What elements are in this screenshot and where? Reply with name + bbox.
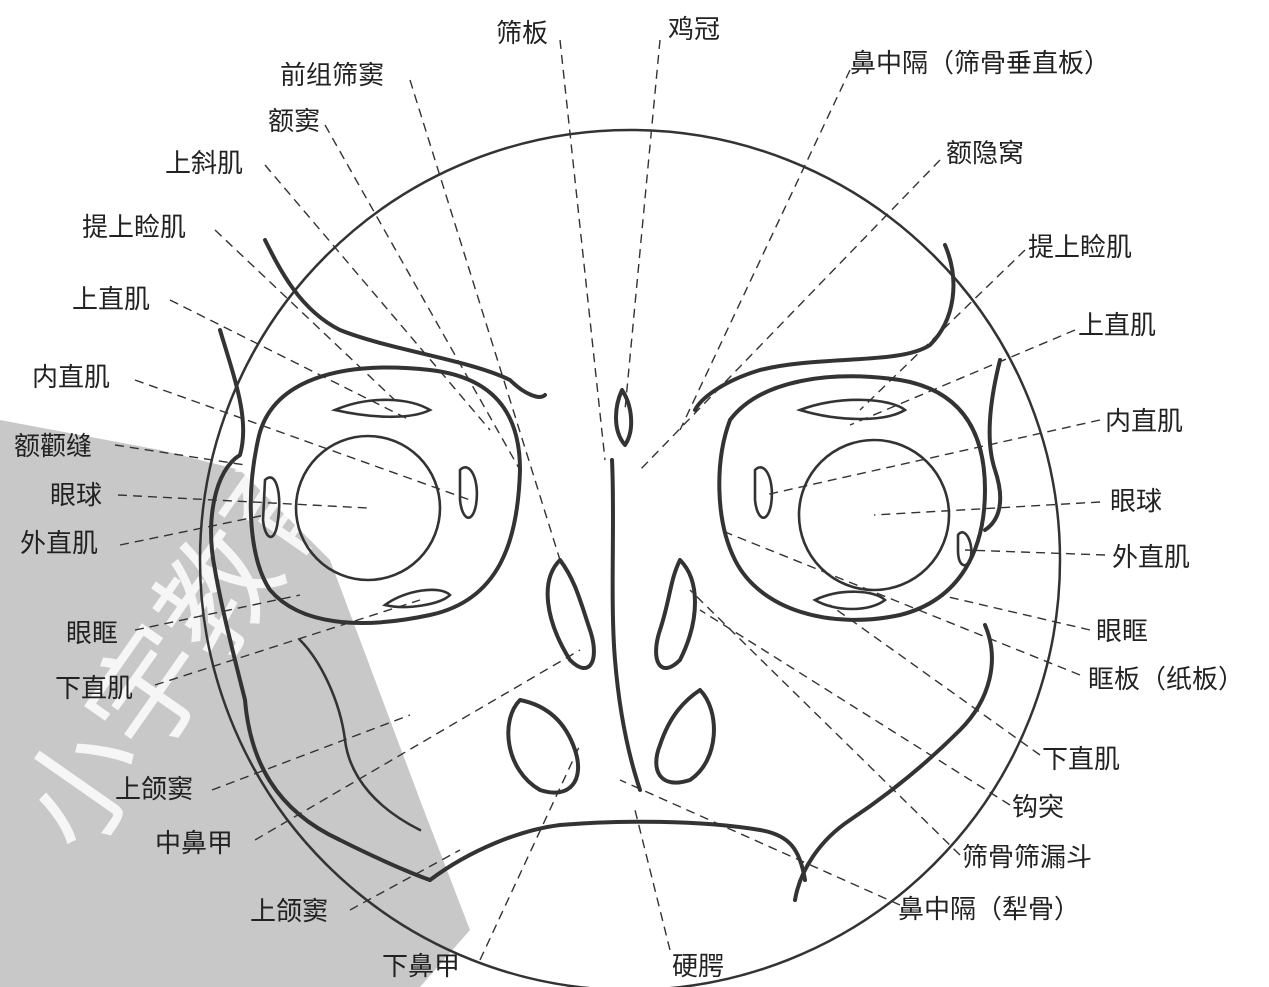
label-medial-rectus-right: 内直肌: [1105, 407, 1183, 437]
label-orbit-right: 眼眶: [1096, 617, 1148, 647]
leader-inf-rectus-l: [154, 599, 421, 686]
label-lamina-papyracea: 眶板（纸板）: [1088, 665, 1244, 695]
label-maxillary-sinus-left-2: 上颌窦: [250, 897, 328, 927]
leader-med-rectus-r: [764, 419, 1101, 496]
label-crista-galli: 鸡冠: [668, 15, 720, 45]
label-superior-oblique: 上斜肌: [165, 149, 243, 179]
right-skull-outline: [693, 243, 956, 412]
leader-cribriform: [559, 39, 606, 461]
leader-inf-turbinate-l: [479, 744, 581, 961]
leader-uncinate: [699, 609, 1011, 806]
label-inferior-rectus-right: 下直肌: [1042, 745, 1120, 775]
left-frontal-bone: [263, 238, 547, 399]
leader-orbit-l: [134, 594, 301, 631]
leader-sup-rectus-l: [169, 299, 411, 421]
leader-lat-rectus-l: [119, 514, 266, 546]
label-frontozygomatic-suture: 额颧缝: [14, 432, 92, 462]
left-inferior-turbinate: [506, 698, 581, 795]
right-orbit-outline: [717, 374, 987, 622]
label-hard-palate: 硬腭: [672, 952, 724, 982]
right-lateral-wall: [983, 358, 1003, 532]
right-medial-rectus: [753, 466, 774, 519]
leader-sup-oblique: [264, 164, 491, 431]
left-middle-turbinate: [545, 558, 596, 670]
top-labels: 筛板 鸡冠: [496, 15, 720, 49]
label-anterior-ethmoid: 前组筛窦: [280, 61, 384, 91]
right-superior-rectus: [795, 398, 908, 421]
label-orbit-left: 眼眶: [66, 619, 118, 649]
leader-frontal-recess: [639, 159, 941, 471]
label-superior-rectus-right: 上直肌: [1078, 311, 1156, 341]
right-inferior-turbinate: [654, 688, 716, 785]
leader-eyeball-r: [873, 501, 1101, 516]
crista-galli: [614, 388, 634, 447]
label-septum-vomer: 鼻中隔（犁骨）: [898, 895, 1080, 925]
label-septum-perpendicular: 鼻中隔（筛骨垂直板）: [850, 49, 1110, 79]
right-inferior-rectus: [812, 590, 887, 611]
label-lateral-rectus-right: 外直肌: [1112, 543, 1190, 573]
leader-septum-vomer: [619, 779, 901, 906]
leader-maxillary-l2: [349, 849, 461, 911]
bottom-labels: 硬腭: [672, 952, 724, 982]
leader-levator-l: [214, 229, 401, 406]
label-ethmoid-infundibulum: 筛骨筛漏斗: [962, 843, 1092, 873]
label-levator-right: 提上睑肌: [1028, 233, 1132, 263]
leader-inf-rectus-r: [829, 604, 1041, 756]
leader-orbit-r: [939, 594, 1091, 631]
label-inferior-rectus-left: 下直肌: [55, 674, 133, 704]
leader-frontal-sinus: [324, 124, 521, 471]
label-superior-rectus-left: 上直肌: [72, 285, 150, 315]
label-levator-left: 提上睑肌: [82, 213, 186, 243]
label-lateral-rectus-left: 外直肌: [20, 529, 98, 559]
right-lateral-rectus: [956, 531, 973, 567]
left-eyeball: [294, 434, 442, 582]
label-eyeball-left: 眼球: [50, 481, 102, 511]
left-labels: 前组筛窦 额窦 上斜肌 提上睑肌 上直肌 内直肌 额颧缝 眼球 外直肌 眼眶 下…: [14, 61, 460, 982]
leader-lat-rectus-r: [964, 549, 1106, 556]
label-uncinate-process: 钩突: [1012, 793, 1064, 823]
label-frontal-sinus: 额窦: [268, 107, 320, 137]
left-lateral-rectus: [261, 476, 281, 539]
leader-zygomatic: [114, 444, 246, 466]
leader-lamina: [719, 529, 1081, 676]
leader-crista: [624, 39, 661, 411]
label-cribriform-plate: 筛板: [496, 19, 548, 49]
label-frontal-recess: 额隐窝: [946, 139, 1024, 169]
left-inferior-rectus: [382, 588, 452, 609]
right-labels: 鼻中隔（筛骨垂直板） 额隐窝 提上睑肌 上直肌 内直肌 眼球 外直肌 眼眶 眶板…: [850, 49, 1244, 925]
label-maxillary-sinus-left: 上颌窦: [115, 775, 193, 805]
right-eyeball: [797, 438, 951, 592]
label-inferior-turbinate: 下鼻甲: [382, 952, 460, 982]
leader-eyeball-l: [117, 494, 369, 509]
leader-hard-palate: [634, 809, 671, 951]
leader-ant-ethmoid: [409, 79, 561, 561]
leader-levator-r: [859, 249, 1026, 411]
hard-palate: [428, 819, 807, 882]
leader-septum-perp: [679, 69, 851, 431]
left-medial-rectus: [458, 466, 479, 519]
nasal-septum: [610, 458, 642, 792]
left-orbit-outline: [248, 365, 522, 625]
leader-infundibulum: [689, 589, 961, 856]
view-circle: [198, 128, 1062, 987]
right-middle-turbinate: [654, 558, 697, 670]
leader-lines: [114, 39, 1106, 961]
right-maxillary-outline: [793, 623, 994, 902]
leader-mid-turbinate-l: [254, 649, 581, 841]
label-medial-rectus-left: 内直肌: [32, 363, 110, 393]
leader-sup-rectus-r: [849, 329, 1076, 426]
left-superior-rectus: [330, 398, 433, 419]
left-skull-outline: [209, 328, 432, 882]
leader-maxillary-l: [211, 714, 411, 791]
label-eyeball-right: 眼球: [1110, 487, 1162, 517]
label-middle-turbinate-left: 中鼻甲: [155, 829, 233, 859]
